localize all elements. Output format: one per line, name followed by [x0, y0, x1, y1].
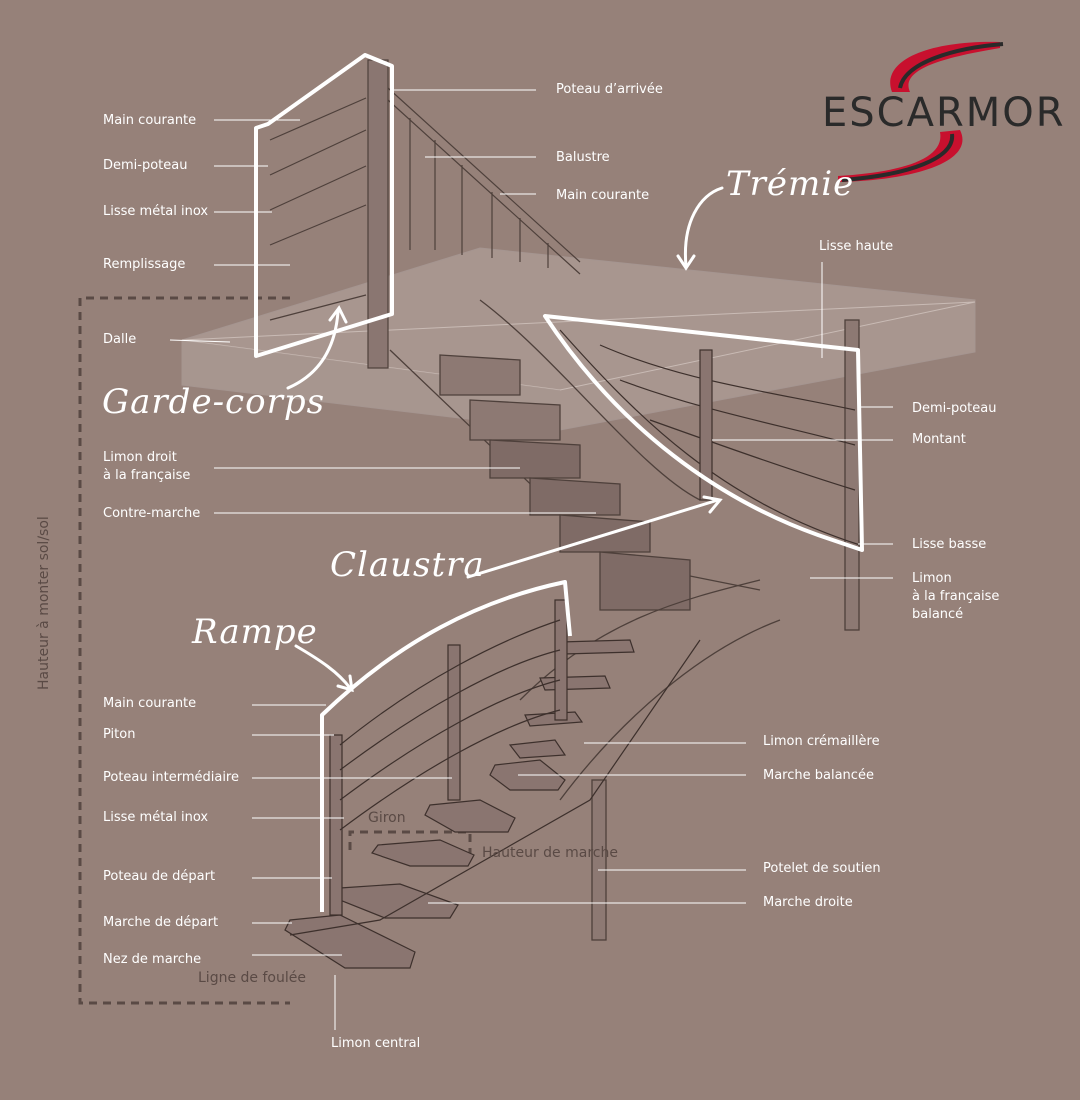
callout-claustra: Claustra: [330, 545, 485, 585]
label-lisse-basse: Lisse basse: [912, 537, 987, 552]
label-montant: Montant: [912, 432, 966, 447]
upper-balustrade: [269, 59, 581, 369]
stair-structure: [389, 299, 860, 941]
lower-railing: [329, 599, 568, 916]
label-main-courante-bottom: Main courante: [103, 696, 197, 711]
label-marche-droite: Marche droite: [763, 895, 853, 910]
label-piton: Piton: [103, 727, 136, 742]
label-demi-poteau-left: Demi-poteau: [103, 158, 188, 173]
leader-lines: [169, 89, 893, 1030]
label-poteau-depart: Poteau de départ: [103, 869, 216, 884]
callout-arrows: [286, 186, 724, 693]
label-demi-poteau-right: Demi-poteau: [912, 401, 997, 416]
dimension-hauteur-marche: Hauteur de marche: [482, 845, 618, 861]
callout-rampe: Rampe: [192, 612, 318, 652]
brand-logo-text: ESCARMOR: [822, 90, 1066, 136]
dimension-ligne-foulee: Ligne de foulée: [198, 970, 306, 986]
label-limon-central: Limon central: [331, 1036, 421, 1051]
label-lisse-metal-inox-bottom: Lisse métal inox: [103, 810, 209, 825]
label-marche-balancee: Marche balancée: [763, 768, 874, 783]
label-marche-depart: Marche de départ: [103, 915, 219, 930]
label-dalle: Dalle: [103, 332, 137, 347]
dimension-giron: Giron: [368, 810, 406, 826]
highlight-outlines: [254, 53, 864, 912]
label-balustre: Balustre: [556, 150, 610, 165]
height-bracket: [78, 296, 472, 1005]
dimension-hauteur-a-monter: Hauteur à monter sol/sol: [36, 516, 52, 690]
label-remplissage: Remplissage: [103, 257, 186, 272]
label-potelet-soutien: Potelet de soutien: [763, 861, 881, 876]
label-lisse-haute: Lisse haute: [819, 239, 894, 254]
claustra-panel: [559, 329, 861, 546]
label-main-courante-right: Main courante: [556, 188, 650, 203]
label-limon-droit: Limon droit à la française: [103, 450, 191, 483]
label-poteau-arrivee: Poteau d’arrivée: [556, 82, 663, 97]
label-limon-balance: Limon à la française balancé: [912, 571, 1000, 622]
label-poteau-intermediaire: Poteau intermédiaire: [103, 770, 239, 785]
label-lisse-metal-inox-top: Lisse métal inox: [103, 204, 209, 219]
label-contre-marche: Contre-marche: [103, 506, 201, 521]
escarmor-logo-mark: [838, 41, 1004, 182]
label-main-courante-top: Main courante: [103, 113, 197, 128]
label-nez-marche: Nez de marche: [103, 952, 202, 967]
callout-garde-corps: Garde-corps: [102, 382, 326, 422]
label-limon-cremaillere: Limon crémaillère: [763, 734, 880, 749]
callout-tremie: Trémie: [726, 164, 855, 204]
